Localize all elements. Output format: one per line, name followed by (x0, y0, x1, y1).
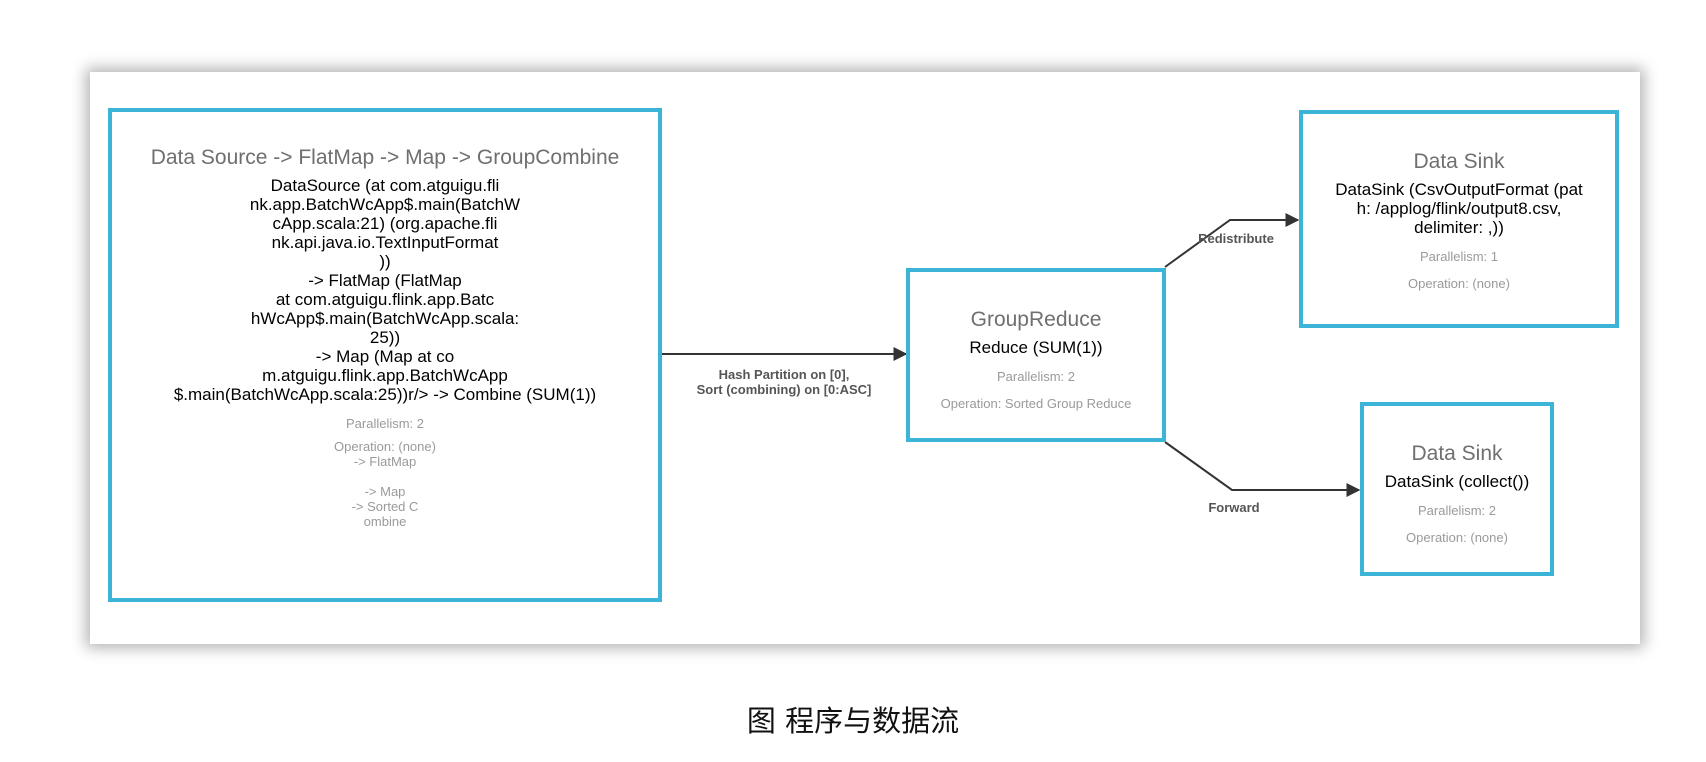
node-data-source[interactable]: Data Source -> FlatMap -> Map -> GroupCo… (108, 108, 662, 602)
node-data-sink-collect[interactable]: Data Sink DataSink (collect()) Paralleli… (1360, 402, 1554, 576)
node-operation: Operation: (none) (1408, 276, 1510, 291)
node-parallelism: Parallelism: 2 (996, 369, 1076, 384)
node-data-sink-csv[interactable]: Data Sink DataSink (CsvOutputFormat (pat… (1299, 110, 1619, 328)
edge-forward[interactable] (1164, 441, 1361, 497)
edge-label-hash-partition: Hash Partition on [0], Sort (combining) … (696, 367, 872, 397)
node-group-reduce[interactable]: GroupReduce Reduce (SUM(1)) Parallelism:… (906, 268, 1166, 442)
figure-caption: 图 程序与数据流 (746, 704, 960, 738)
node-description: Reduce (SUM(1)) (969, 338, 1103, 357)
node-operation: Operation: (none) -> FlatMap -> Map -> S… (334, 439, 436, 529)
node-title: Data Sink (1411, 442, 1503, 465)
node-description: DataSink (CsvOutputFormat (pat h: /applo… (1335, 180, 1583, 237)
node-description: DataSource (at com.atguigu.fli nk.app.Ba… (173, 176, 597, 404)
node-title: GroupReduce (970, 308, 1102, 331)
edge-redistribute[interactable] (1164, 213, 1300, 268)
node-parallelism: Parallelism: 2 (1417, 503, 1497, 518)
node-operation: Operation: Sorted Group Reduce (940, 396, 1132, 411)
node-parallelism: Parallelism: 2 (345, 416, 425, 431)
edge-label-forward: Forward (1208, 500, 1260, 515)
node-title: Data Sink (1413, 150, 1505, 173)
node-parallelism: Parallelism: 1 (1419, 249, 1499, 264)
edge-label-redistribute: Redistribute (1198, 231, 1274, 246)
node-title: Data Source -> FlatMap -> Map -> GroupCo… (150, 146, 620, 169)
node-operation: Operation: (none) (1406, 530, 1508, 545)
node-description: DataSink (collect()) (1384, 472, 1530, 491)
